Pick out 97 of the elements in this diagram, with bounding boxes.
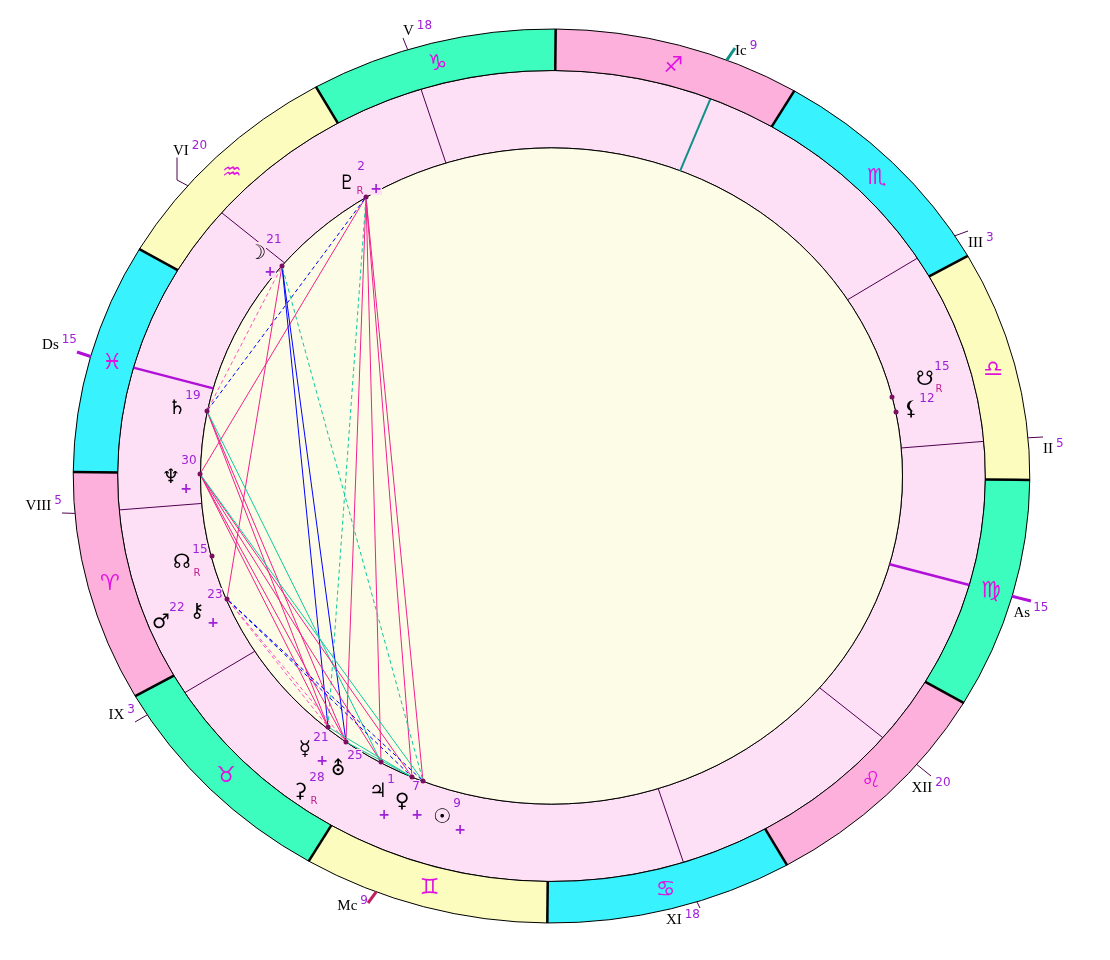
cusp-label: VIII$^{5}$ xyxy=(25,494,62,513)
planet-symbol: ☉ xyxy=(433,806,451,826)
planet-symbol: ♀ xyxy=(394,790,410,810)
degree-number: 22 xyxy=(169,601,185,613)
cusp-tick xyxy=(916,764,932,777)
aspect-line xyxy=(365,199,424,779)
cusp-tick xyxy=(696,901,701,909)
degree-number: 1 xyxy=(387,773,395,785)
degree-number: 9 xyxy=(453,797,461,809)
cusp-tick xyxy=(725,47,737,61)
aspect-line xyxy=(282,267,423,780)
sign-symbol: ♊ xyxy=(419,875,440,898)
aspect-line xyxy=(345,199,367,740)
cusp-tick xyxy=(954,230,969,237)
planet-symbol: ♃ xyxy=(369,780,387,800)
cusp-label: III$^{3}$ xyxy=(968,231,994,250)
sign-symbol: ♎ xyxy=(983,358,1003,381)
retrograde-mark: R xyxy=(193,568,201,578)
planet-symbol: ☋ xyxy=(916,368,934,388)
retrograde-mark: R xyxy=(935,384,943,394)
planet-symbol: ☊ xyxy=(173,551,191,571)
plus-mark: + xyxy=(207,615,219,629)
plus-mark: + xyxy=(316,753,328,767)
degree-number: 2 xyxy=(357,160,365,172)
degree-number: 25 xyxy=(347,749,363,761)
degree-number: 15 xyxy=(192,543,208,555)
aspect-line xyxy=(347,742,411,777)
sign-symbol: ♉ xyxy=(216,763,237,786)
aspect-line xyxy=(327,199,367,725)
cusp-label: XI$^{18}$ xyxy=(665,908,700,927)
cusp-label: Ds$^{15}$ xyxy=(42,333,77,352)
planet-symbol: ⛢ xyxy=(330,758,346,778)
cusp-tick xyxy=(1027,436,1044,439)
sign-symbol: ♈ xyxy=(100,571,120,594)
degree-number: 21 xyxy=(266,233,282,245)
plus-mark: + xyxy=(454,822,466,836)
cusp-tick xyxy=(134,714,148,723)
dot-icon xyxy=(197,471,203,477)
cusp-label: Mc$^{9}$ xyxy=(337,893,368,913)
aspect-line xyxy=(207,267,282,410)
planet-symbol: ☿ xyxy=(298,738,312,758)
aspect-line xyxy=(228,600,345,741)
dot-icon xyxy=(224,596,230,602)
degree-number: 7 xyxy=(412,780,420,792)
dot-icon xyxy=(378,759,384,765)
planet-symbol: ♆ xyxy=(162,466,180,486)
sign-symbol: ♌ xyxy=(861,769,882,791)
cusp-tick xyxy=(61,512,76,514)
dot-icon xyxy=(420,778,426,784)
dot-icon xyxy=(204,408,210,414)
plus-mark: + xyxy=(264,264,276,278)
dot-icon xyxy=(363,194,369,200)
cusp-label: VI$^{20}$ xyxy=(172,138,208,158)
dot-icon xyxy=(343,739,349,745)
cusp-label: Ic$^{9}$ xyxy=(735,38,758,58)
degree-number: 12 xyxy=(919,392,935,404)
aspect-line xyxy=(226,267,283,598)
sign-symbol: ♒ xyxy=(221,160,242,183)
cusp-tick xyxy=(402,37,409,51)
sign-symbol: ♐ xyxy=(663,54,684,77)
plus-mark: + xyxy=(180,481,192,495)
planet-symbol: ♂ xyxy=(152,611,170,631)
dot-icon xyxy=(209,553,215,559)
degree-number: 15 xyxy=(934,360,950,372)
dot-icon xyxy=(409,774,415,780)
degree-number: 21 xyxy=(313,731,329,743)
sign-symbol: ♏ xyxy=(866,166,887,189)
retrograde-mark: R xyxy=(310,796,318,806)
sign-symbol: ♓ xyxy=(102,351,122,374)
aspect-line xyxy=(281,268,347,740)
dot-icon xyxy=(893,409,899,415)
sign-symbol: ♍ xyxy=(981,578,1001,601)
degree-number: 19 xyxy=(185,389,201,401)
cusp-tick xyxy=(366,891,378,904)
plus-mark: + xyxy=(370,181,382,195)
cusp-label: As$^{15}$ xyxy=(1013,601,1049,620)
cusp-label: V$^{18}$ xyxy=(403,19,433,38)
plus-mark: + xyxy=(411,807,423,821)
cusp-tick xyxy=(76,350,92,358)
dot-icon xyxy=(279,263,285,269)
aspect-line xyxy=(200,475,381,761)
cusp-label: II$^{5}$ xyxy=(1043,437,1064,456)
cusp-label: IX$^{3}$ xyxy=(108,703,135,722)
dot-icon xyxy=(325,724,331,730)
aspect-line xyxy=(208,198,365,410)
cusp-tick xyxy=(1011,594,1032,603)
dot-icon xyxy=(889,394,895,400)
degree-number: 23 xyxy=(207,588,223,600)
retrograde-mark: R xyxy=(356,186,364,196)
cusp-tick xyxy=(176,157,189,187)
plus-mark: + xyxy=(378,807,390,821)
sign-symbol: ♋ xyxy=(655,877,676,900)
degree-number: 28 xyxy=(309,771,325,783)
aspect-line xyxy=(200,198,366,473)
cusp-label: XII$^{20}$ xyxy=(911,776,951,795)
degree-number: 30 xyxy=(181,454,197,466)
sign-symbol: ♑ xyxy=(427,52,448,75)
